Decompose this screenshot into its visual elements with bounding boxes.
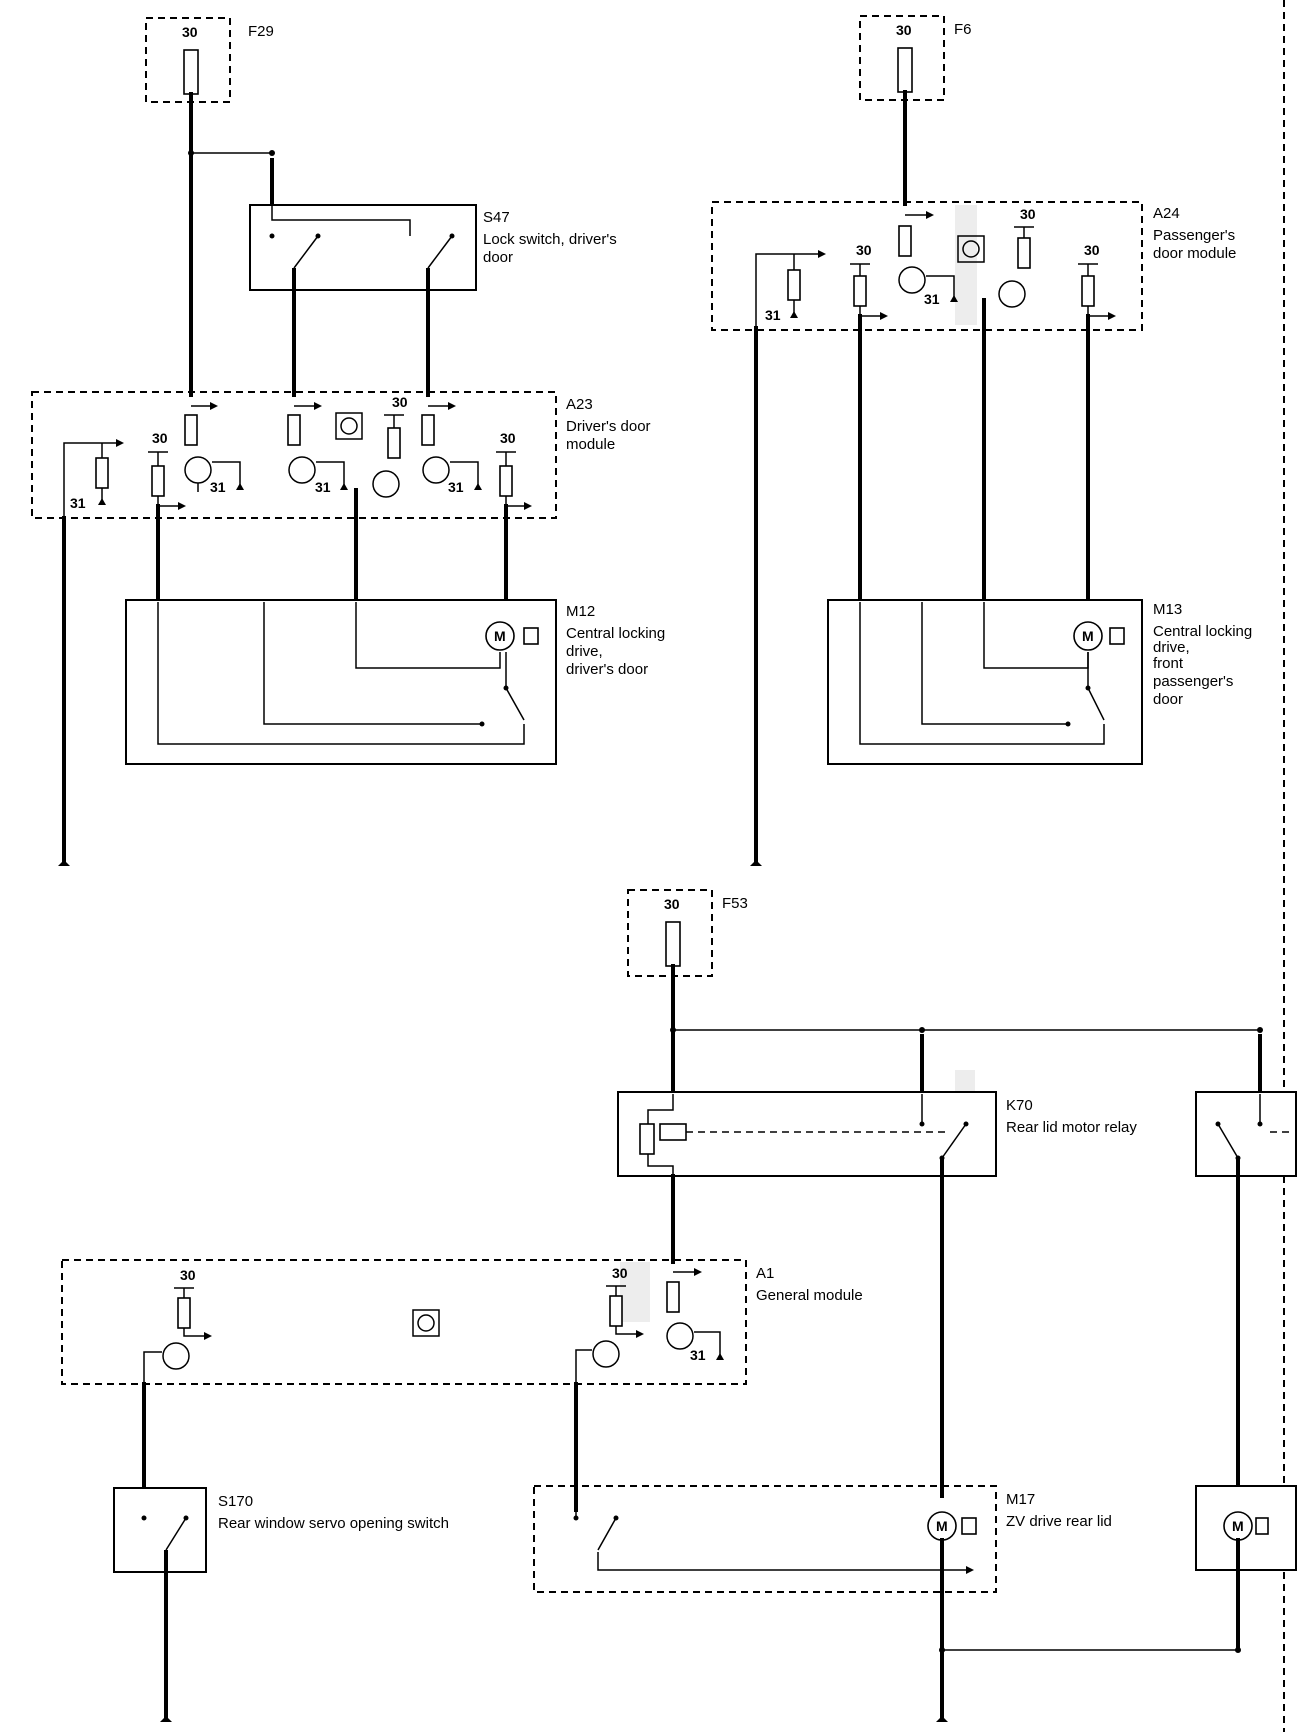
relay-k70: K70 Rear lid motor relay <box>617 1091 1137 1177</box>
s47-desc-1: Lock switch, driver's <box>483 231 617 248</box>
a24-t30-b: 30 <box>1020 206 1036 222</box>
fuse-f53-label: F53 <box>722 895 748 912</box>
m13-desc-2: drive, <box>1153 639 1190 656</box>
s170-desc-1: Rear window servo opening switch <box>218 1515 449 1532</box>
m17-motor-glyph: M <box>936 1518 948 1534</box>
m13-desc-1: Central locking <box>1153 623 1252 640</box>
m12-desc-1: Central locking <box>566 625 665 642</box>
m17-desc-1: ZV drive rear lid <box>1006 1513 1112 1530</box>
m13-desc-5: door <box>1153 691 1183 708</box>
a1-id: A1 <box>756 1265 774 1282</box>
fuse-f6-label: F6 <box>954 21 972 38</box>
a1-t31: 31 <box>690 1347 706 1363</box>
a23-t31-a: 31 <box>70 495 86 511</box>
a23-id: A23 <box>566 396 593 413</box>
a23-t31-c: 31 <box>315 479 331 495</box>
fuse-f29-terminal: 30 <box>182 24 198 40</box>
m13-motor-glyph: M <box>1082 628 1094 644</box>
a23-t30-a: 30 <box>152 430 168 446</box>
a23-t31-b: 31 <box>210 479 226 495</box>
s170-id: S170 <box>218 1493 253 1510</box>
module-a23: A23 Driver's door module 31 30 31 31 <box>31 391 651 520</box>
k70-id: K70 <box>1006 1097 1033 1114</box>
relay-partial-right <box>1195 1091 1297 1177</box>
fuse-f29: 30 F29 <box>145 17 274 103</box>
module-a24: A24 Passenger's door module 31 30 31 30 … <box>711 201 1236 331</box>
m13-desc-3: front <box>1153 655 1184 672</box>
partial-motor-glyph: M <box>1232 1518 1244 1534</box>
k70-desc-1: Rear lid motor relay <box>1006 1119 1137 1136</box>
a23-t30-b: 30 <box>392 394 408 410</box>
motor-m13: M M13 Central locking drive, front passe… <box>827 599 1252 765</box>
a1-t30-b: 30 <box>612 1265 628 1281</box>
m13-id: M13 <box>1153 601 1182 618</box>
a24-t30-a: 30 <box>856 242 872 258</box>
a24-t31-b: 31 <box>924 291 940 307</box>
m12-desc-2: drive, <box>566 643 603 660</box>
fuse-f6: 30 F6 <box>859 15 972 101</box>
a24-id: A24 <box>1153 205 1180 222</box>
a24-t31-a: 31 <box>765 307 781 323</box>
motor-partial-right: M <box>1195 1485 1297 1571</box>
m12-id: M12 <box>566 603 595 620</box>
a23-t31-d: 31 <box>448 479 464 495</box>
m12-desc-3: driver's door <box>566 661 648 678</box>
a23-desc-1: Driver's door <box>566 418 651 435</box>
a24-desc-1: Passenger's <box>1153 227 1235 244</box>
motor-m17: M M17 ZV drive rear lid <box>533 1485 1112 1593</box>
a24-t30-c: 30 <box>1084 242 1100 258</box>
a24-desc-2: door module <box>1153 245 1236 262</box>
a1-t30-a: 30 <box>180 1267 196 1283</box>
switch-s170: S170 Rear window servo opening switch <box>113 1487 449 1573</box>
motor-m12: M M12 Central locking drive, driver's do… <box>125 599 665 765</box>
a23-t30-c: 30 <box>500 430 516 446</box>
m17-id: M17 <box>1006 1491 1035 1508</box>
s47-id: S47 <box>483 209 510 226</box>
a1-desc-1: General module <box>756 1287 863 1304</box>
m13-desc-4: passenger's <box>1153 673 1233 690</box>
fuse-f29-label: F29 <box>248 23 274 40</box>
fuse-f6-terminal: 30 <box>896 22 912 38</box>
module-a1: A1 General module 30 30 31 <box>61 1259 863 1385</box>
a23-desc-2: module <box>566 436 615 453</box>
fuse-f53: 30 F53 <box>627 889 748 977</box>
s47-desc-2: door <box>483 249 513 266</box>
switch-s47: S47 Lock switch, driver's door <box>249 204 617 291</box>
m12-motor-glyph: M <box>494 628 506 644</box>
fuse-f53-terminal: 30 <box>664 896 680 912</box>
